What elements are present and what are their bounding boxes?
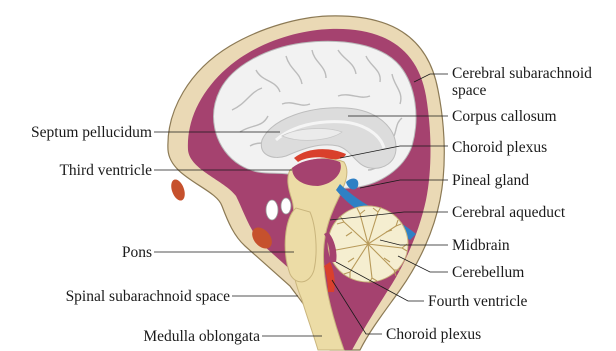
label-choroid-plexus-upper: Choroid plexus xyxy=(452,139,547,156)
label-third-ventricle: Third ventricle xyxy=(59,162,152,179)
label-cerebral-aqueduct: Cerebral aqueduct xyxy=(452,204,566,221)
label-pineal-gland: Pineal gland xyxy=(452,172,529,189)
label-choroid-plexus-lower: Choroid plexus xyxy=(386,326,481,343)
label-pons: Pons xyxy=(122,244,152,261)
label-midbrain: Midbrain xyxy=(452,237,510,254)
label-fourth-ventricle: Fourth ventricle xyxy=(428,293,528,310)
label-spinal-subarachnoid-space: Spinal subarachnoid space xyxy=(66,288,231,305)
label-cerebral-subarachnoid-space-line2: space xyxy=(452,82,487,99)
cerebellum xyxy=(328,206,408,283)
foramen-right xyxy=(281,198,291,214)
label-corpus-callosum: Corpus callosum xyxy=(452,108,557,125)
foramen-left xyxy=(266,200,278,220)
pons xyxy=(285,208,316,282)
label-medulla-oblongata: Medulla oblongata xyxy=(143,328,260,345)
label-cerebellum: Cerebellum xyxy=(452,264,524,281)
lateral-sinus-left xyxy=(169,178,188,203)
label-septum-pellucidum: Septum pellucidum xyxy=(31,124,152,141)
label-cerebral-subarachnoid-space: Cerebral subarachnoid xyxy=(452,65,592,82)
